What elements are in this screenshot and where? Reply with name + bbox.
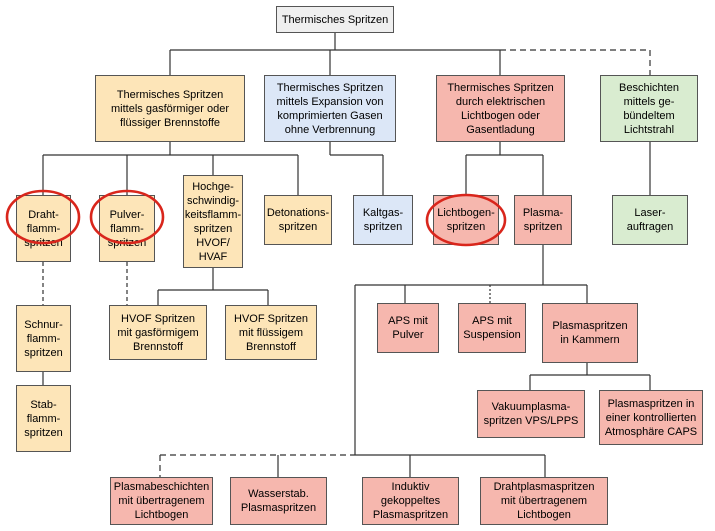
node-label: Detonations- spritzen <box>266 207 330 233</box>
node-induktiv-plasmaspritzen: Induktiv gekoppeltes Plasmaspritzen <box>362 477 459 525</box>
node-label: Induktiv gekoppeltes Plasmaspritzen <box>372 481 449 521</box>
node-label: Stab- flamm- spritzen <box>24 398 63 439</box>
node-label: Thermisches Spritzen <box>281 13 389 26</box>
node-label: Plasmaspritzen in Kammern <box>552 320 628 346</box>
node-hvof-fluessig: HVOF Spritzen mit flüssigem Brennstoff <box>225 305 317 360</box>
node-hvof-gasfoermig: HVOF Spritzen mit gasförmigem Brennstoff <box>109 305 207 360</box>
node-drahtplasmaspritzen: Drahtplasmaspritzen mit übertragenem Lic… <box>480 477 608 525</box>
node-aps-pulver: APS mit Pulver <box>377 303 439 353</box>
node-schnurflammspritzen: Schnur- flamm- spritzen <box>16 305 71 372</box>
node-kaltgasspritzen: Kaltgas- spritzen <box>353 195 413 245</box>
node-label: Thermisches Spritzen mittels gasförmiger… <box>111 88 229 129</box>
node-label: Schnur- flamm- spritzen <box>24 318 63 359</box>
node-label: Vakuumplasma- spritzen VPS/LPPS <box>483 401 579 427</box>
node-label: Thermisches Spritzen mittels Expansion v… <box>276 81 384 136</box>
node-caps: Plasmaspritzen in einer kontrollierten A… <box>599 390 703 445</box>
node-label: HVOF Spritzen mit flüssigem Brennstoff <box>234 312 308 353</box>
node-thermisches-spritzen: Thermisches Spritzen <box>276 6 394 33</box>
node-label: APS mit Pulver <box>388 315 428 341</box>
node-aps-suspension: APS mit Suspension <box>458 303 526 353</box>
node-label: Plasmabeschichten mit übertragenem Licht… <box>113 481 210 521</box>
node-gas-brennstoffe: Thermisches Spritzen mittels gasförmiger… <box>95 75 245 142</box>
node-stabflammspritzen: Stab- flamm- spritzen <box>16 385 71 452</box>
node-label: APS mit Suspension <box>463 315 521 341</box>
node-vakuumplasmaspritzen: Vakuumplasma- spritzen VPS/LPPS <box>477 390 585 438</box>
node-drahtflammspritzen: Draht- flamm- spritzen <box>16 195 71 262</box>
node-label: Laser- auftragen <box>626 207 674 233</box>
node-plasmaspritzen: Plasma- spritzen <box>514 195 572 245</box>
node-lichtstrahl: Beschichten mittels ge- bündeltem Lichts… <box>600 75 698 142</box>
node-label: Lichtbogen- spritzen <box>437 207 495 233</box>
node-detonationsspritzen: Detonations- spritzen <box>264 195 332 245</box>
node-label: Kaltgas- spritzen <box>362 207 404 233</box>
node-plasmaspritzen-kammern: Plasmaspritzen in Kammern <box>542 303 638 363</box>
node-plasmabeschichten: Plasmabeschichten mit übertragenem Licht… <box>110 477 213 525</box>
node-label: Beschichten mittels ge- bündeltem Lichts… <box>619 81 679 136</box>
node-label: Draht- flamm- spritzen <box>24 208 63 249</box>
node-label: Hochge- schwindig- keitsflamm- spritzen … <box>184 180 242 263</box>
node-lichtbogenspritzen: Lichtbogen- spritzen <box>433 195 499 245</box>
node-label: Thermisches Spritzen durch elektrischen … <box>447 81 554 136</box>
node-hvof-hvaf: Hochge- schwindig- keitsflamm- spritzen … <box>183 175 243 268</box>
node-label: Plasmaspritzen in einer kontrollierten A… <box>604 397 698 438</box>
node-label: Wasserstab. Plasmaspritzen <box>240 488 317 514</box>
node-wasserstab-plasmaspritzen: Wasserstab. Plasmaspritzen <box>230 477 327 525</box>
node-pulverflammspritzen: Pulver- flamm- spritzen <box>99 195 155 262</box>
node-label: Plasma- spritzen <box>522 207 564 233</box>
node-label: HVOF Spritzen mit gasförmigem Brennstoff <box>117 312 199 353</box>
node-laserauftragen: Laser- auftragen <box>612 195 688 245</box>
node-expansion-gase: Thermisches Spritzen mittels Expansion v… <box>264 75 396 142</box>
node-label: Drahtplasmaspritzen mit übertragenem Lic… <box>493 481 595 521</box>
node-label: Pulver- flamm- spritzen <box>107 208 147 249</box>
node-elektrisch: Thermisches Spritzen durch elektrischen … <box>436 75 565 142</box>
